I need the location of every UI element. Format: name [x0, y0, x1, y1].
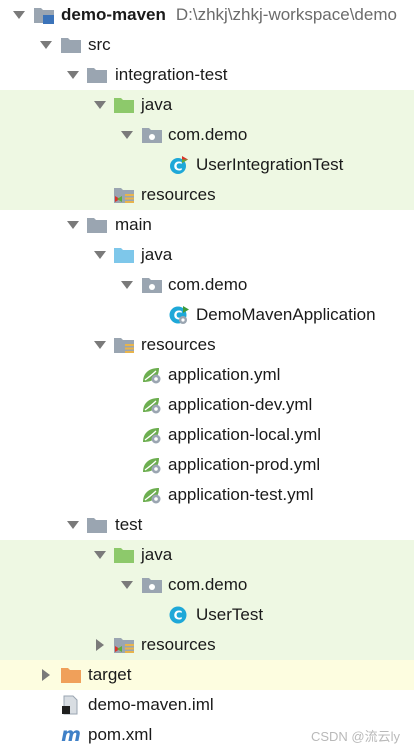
tree-item-label: UserIntegrationTest	[196, 155, 344, 174]
tree-item-label: java	[141, 245, 173, 264]
spring-yml-icon	[141, 425, 163, 445]
test-class-icon: C	[168, 155, 190, 175]
collapse-arrow-right-icon[interactable]	[39, 660, 53, 690]
tree-item-label: UserTest	[196, 605, 264, 624]
tree-row-file-user-test[interactable]: C UserTest	[0, 600, 414, 630]
tree-row-file-demo-maven-iml[interactable]: demo-maven.iml	[0, 690, 414, 720]
expand-arrow-down-icon[interactable]	[66, 210, 80, 240]
tree-item-label: test	[115, 515, 143, 534]
expand-arrow-down-icon[interactable]	[120, 120, 134, 150]
expand-arrow-down-icon[interactable]	[93, 540, 107, 570]
tree-row-file-demo-maven-application[interactable]: C DemoMavenApplication	[0, 300, 414, 330]
tree-row-file-application-yml[interactable]: application.yml	[0, 360, 414, 390]
tree-item-label: application.yml	[168, 365, 281, 384]
project-path: D:\zhkj\zhkj-workspace\demo	[175, 5, 397, 24]
watermark: CSDN @流云ly	[310, 729, 400, 744]
spring-yml-icon	[141, 485, 163, 505]
tree-item-label: application-local.yml	[168, 425, 322, 444]
tree-row-folder-integration-test-java[interactable]: java	[0, 90, 414, 120]
tree-row-package-test-com-demo[interactable]: com.demo	[0, 570, 414, 600]
expand-arrow-down-icon[interactable]	[93, 90, 107, 120]
tree-item-label: com.demo	[168, 125, 248, 144]
tree-row-folder-test-java[interactable]: java	[0, 540, 414, 570]
tree-row-folder-main-java[interactable]: java	[0, 240, 414, 270]
tree-item-label: com.demo	[168, 575, 248, 594]
tree-row-folder-src[interactable]: src	[0, 30, 414, 60]
tree-item-label: resources	[141, 185, 216, 204]
resources-folder-icon	[113, 335, 135, 355]
expand-arrow-down-icon[interactable]	[120, 270, 134, 300]
svg-text:C: C	[174, 309, 183, 323]
maven-pom-icon: m	[60, 725, 82, 745]
tree-item-label: application-dev.yml	[168, 395, 313, 414]
spring-yml-icon	[141, 395, 163, 415]
expand-arrow-down-icon[interactable]	[93, 330, 107, 360]
tree-item-label: resources	[141, 335, 216, 354]
excluded-folder-icon	[60, 665, 82, 685]
tree-row-file-pom-xml[interactable]: m pom.xml	[0, 720, 414, 750]
class-icon: C	[168, 605, 190, 625]
expand-arrow-down-icon[interactable]	[12, 0, 26, 30]
collapse-arrow-right-icon[interactable]	[93, 630, 107, 660]
tree-row-file-application-dev-yml[interactable]: application-dev.yml	[0, 390, 414, 420]
tree-row-folder-test[interactable]: test	[0, 510, 414, 540]
tree-item-label: target	[88, 665, 132, 684]
expand-arrow-down-icon[interactable]	[66, 60, 80, 90]
iml-file-icon	[60, 695, 82, 715]
tree-row-file-application-local-yml[interactable]: application-local.yml	[0, 420, 414, 450]
spring-yml-icon	[141, 455, 163, 475]
package-icon	[141, 125, 163, 145]
folder-icon	[60, 35, 82, 55]
tree-row-folder-test-resources[interactable]: resources	[0, 630, 414, 660]
tree-item-label: resources	[141, 635, 216, 654]
tree-row-file-user-integration-test[interactable]: C UserIntegrationTest	[0, 150, 414, 180]
tree-item-label: integration-test	[115, 65, 228, 84]
tree-row-folder-integration-test-resources[interactable]: resources	[0, 180, 414, 210]
expand-arrow-down-icon[interactable]	[120, 570, 134, 600]
test-resources-folder-icon	[113, 635, 135, 655]
package-icon	[141, 275, 163, 295]
tree-item-label: demo-maven.iml	[88, 695, 214, 714]
svg-text:C: C	[174, 160, 183, 174]
tree-row-package-integration-com-demo[interactable]: com.demo	[0, 120, 414, 150]
tree-row-folder-main-resources[interactable]: resources	[0, 330, 414, 360]
tree-row-folder-target[interactable]: target	[0, 660, 414, 690]
tree-item-label: java	[141, 95, 173, 114]
folder-icon	[86, 65, 108, 85]
tree-item-label: DemoMavenApplication	[196, 305, 376, 324]
tree-row-file-application-test-yml[interactable]: application-test.yml	[0, 480, 414, 510]
test-sources-folder-icon	[113, 545, 135, 565]
expand-arrow-down-icon[interactable]	[66, 510, 80, 540]
tree-item-label: src	[88, 35, 111, 54]
test-sources-folder-icon	[113, 95, 135, 115]
tree-row-folder-integration-test[interactable]: integration-test	[0, 60, 414, 90]
svg-text:C: C	[174, 609, 183, 623]
expand-arrow-down-icon[interactable]	[39, 30, 53, 60]
tree-item-label: main	[115, 215, 152, 234]
folder-icon	[86, 515, 108, 535]
tree-item-label: pom.xml	[88, 725, 153, 744]
sources-folder-icon	[113, 245, 135, 265]
tree-item-label: com.demo	[168, 275, 248, 294]
folder-icon	[86, 215, 108, 235]
spring-yml-icon	[141, 365, 163, 385]
tree-item-label: application-prod.yml	[168, 455, 321, 474]
test-resources-folder-icon	[113, 185, 135, 205]
svg-text:m: m	[61, 725, 81, 745]
tree-row-folder-main[interactable]: main	[0, 210, 414, 240]
expand-arrow-down-icon[interactable]	[93, 240, 107, 270]
spring-app-class-icon: C	[168, 305, 190, 325]
tree-row-package-main-com-demo[interactable]: com.demo	[0, 270, 414, 300]
tree-item-label: application-test.yml	[168, 485, 314, 504]
tree-row-file-application-prod-yml[interactable]: application-prod.yml	[0, 450, 414, 480]
tree-item-label: java	[141, 545, 173, 564]
package-icon	[141, 575, 163, 595]
module-folder-icon	[33, 5, 55, 25]
